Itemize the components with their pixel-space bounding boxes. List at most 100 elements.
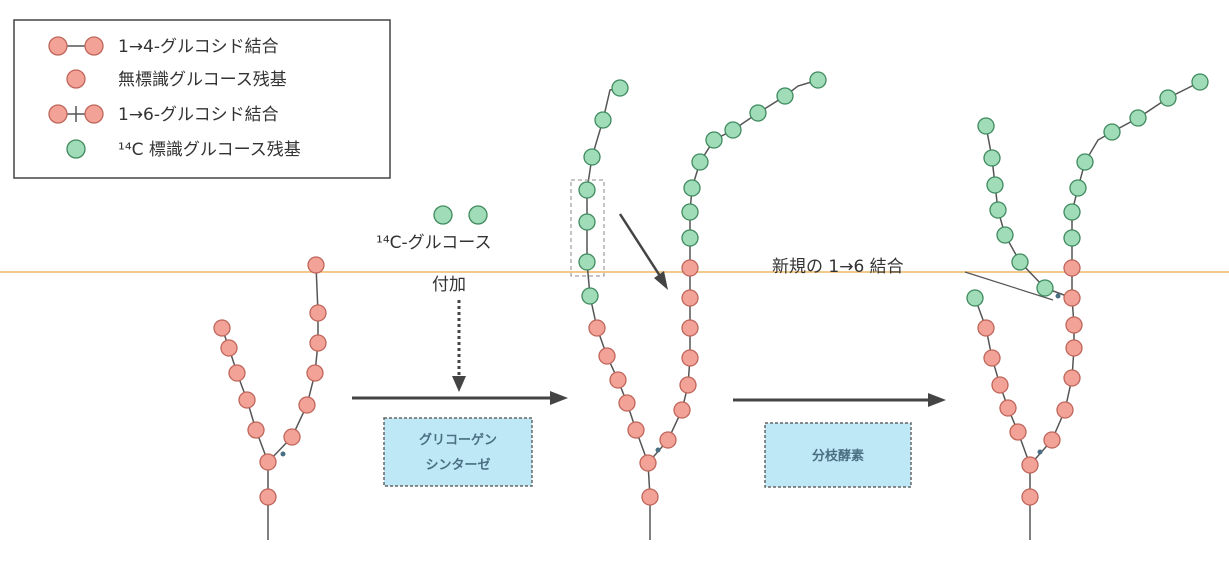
legend-label-labeled: ¹⁴C 標識グルコース残基 [118,140,301,160]
structure-initial [213,256,327,540]
unlabeled-residue [259,453,277,471]
addition-arrow [452,300,466,392]
legend-item-bond14: 1→4-グルコシド結合 [48,36,279,57]
bond16-symbol-left-residue [48,104,68,124]
labeled-residue [809,71,827,89]
branch-point-marker [1055,293,1061,299]
labeled-residue [1191,73,1209,91]
unlabeled-residue [283,428,301,446]
unlabeled-residue [681,349,699,367]
branch-point-marker [1037,449,1043,455]
enzyme-branching: 分枝酵素 [764,422,912,488]
labeled-residue [983,149,1001,167]
unlabeled-residue [259,488,277,506]
labeled-residue [749,104,767,122]
unlabeled-residue [1056,401,1074,419]
structure-elongated [570,71,827,540]
transfer-arrow [618,213,668,290]
labeled-residue [583,148,601,166]
unlabeled-residue [598,347,616,365]
labeled-residue [986,176,1004,194]
synthase-box [383,417,533,487]
reaction-arrow-2 [733,393,946,407]
unlabeled-residue-symbol [66,69,86,89]
labeled-residue [594,111,612,129]
legend-label-unlabeled: 無標識グルコース残基 [118,70,287,90]
free-labeled-residue [433,205,453,225]
synthase-label-line2: シンターゼ [425,457,490,473]
unlabeled-residue [609,371,627,389]
unlabeled-residue [681,319,699,337]
unlabeled-residue [588,319,606,337]
labeled-residue [1129,109,1147,127]
labeled-residue [1069,179,1087,197]
unlabeled-residue [306,364,324,382]
labeled-residue [1076,153,1094,171]
labeled-residue [1011,253,1029,271]
unlabeled-residue [1043,431,1061,449]
unlabeled-residue [1065,316,1083,334]
unlabeled-residue [1063,259,1081,277]
unlabeled-residue [681,289,699,307]
new-bond-pointer-line [964,271,1054,301]
enzyme-glycogen-synthase: グリコーゲン シンターゼ [383,417,533,487]
unlabeled-residue [639,454,657,472]
labeled-residue [724,121,742,139]
synthase-label-line1: グリコーゲン [419,432,497,448]
bond14-symbol-left-residue [48,36,68,56]
free-labeled-glucose [433,205,488,225]
unlabeled-residue [999,399,1017,417]
unlabeled-residue [659,431,677,449]
addition-label-line2: 付加 [432,275,466,295]
labeled-residue [611,79,629,97]
labeled-residue [691,153,709,171]
addition-label-line1: ¹⁴C-グルコース [376,233,491,253]
labeled-residue [996,226,1014,244]
branching-label: 分枝酵素 [812,448,864,464]
unlabeled-residue [641,488,659,506]
unlabeled-residue [983,349,1001,367]
labeled-residue [578,253,596,271]
addition-arrow-head [452,376,466,392]
unlabeled-residue [1065,339,1083,357]
bond16-symbol-right-residue [84,104,104,124]
labeled-residue [977,117,995,135]
unlabeled-residue [309,304,327,322]
unlabeled-residue [238,391,256,409]
legend-item-unlabeled: 無標識グルコース残基 [66,69,287,90]
labeled-residue [578,213,596,231]
cleavage-segment-highlight [570,179,605,277]
branch-point-marker [655,447,661,453]
unlabeled-residue [298,396,316,414]
transfer-arrow-head [654,271,668,290]
legend: 1→4-グルコシド結合 無標識グルコース残基 1→6-グルコシド結合 ¹⁴C 標… [13,19,391,179]
branching-box [764,422,912,488]
unlabeled-residue [309,334,327,352]
labeled-residue [776,87,794,105]
reaction-arrow-2-head [928,393,946,407]
structure-branched [964,73,1209,540]
free-labeled-residue [468,205,488,225]
labeled-residue-symbol [66,139,86,159]
labeled-residue [966,289,984,307]
labeled-residue [578,181,596,199]
residues-initial [213,256,327,506]
labeled-residue [581,287,599,305]
unlabeled-residue [247,421,265,439]
labeled-residue [1103,123,1121,141]
unlabeled-residue [977,319,995,337]
unlabeled-residue [220,339,238,357]
unlabeled-residue [1063,369,1081,387]
labeled-residue [1036,279,1054,297]
unlabeled-residue [627,421,645,439]
labeled-residue [989,201,1007,219]
transfer-arrow-shaft [618,213,662,277]
labeled-residue [1159,89,1177,107]
legend-label-bond14: 1→4-グルコシド結合 [118,37,279,57]
residues-elongated [578,71,827,506]
legend-label-bond16: 1→6-グルコシド結合 [118,105,279,125]
legend-item-bond16: 1→6-グルコシド結合 [48,104,279,125]
bond14-symbol-right-residue [84,36,104,56]
unlabeled-residue [213,319,231,337]
branch-point-marker [280,451,286,457]
